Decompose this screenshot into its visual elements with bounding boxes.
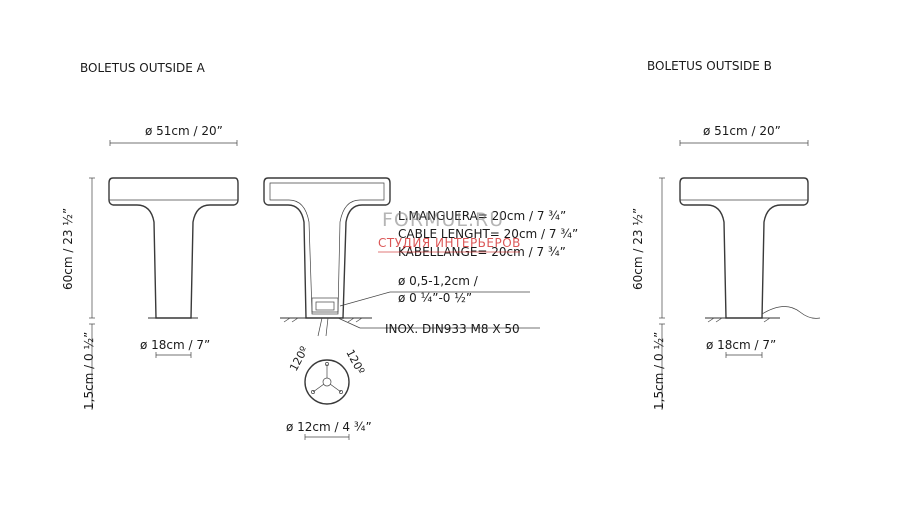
lamp-a-side-view: ø 51cm / 20” 60cm / 23 ½” 1,5cm / 0 ½” ø… xyxy=(61,124,239,410)
note-cable-diameter-cm: ø 0,5-1,2cm / xyxy=(398,274,479,288)
lamp-b-base-width-label: ø 18cm / 7” xyxy=(706,338,776,352)
angle-label-left: 120º xyxy=(287,344,311,373)
lamp-b-top-width-label: ø 51cm / 20” xyxy=(703,124,781,138)
base-plate-diameter-label: ø 12cm / 4 ¾” xyxy=(286,420,372,434)
lamp-section-view xyxy=(263,177,540,337)
watermark-subtitle: СТУДИЯ ИНТЕРЬЕРОВ xyxy=(378,236,521,250)
lamp-a-height-label: 60cm / 23 ½” xyxy=(61,208,75,290)
lamp-b-height-label: 60cm / 23 ½” xyxy=(631,208,645,290)
lamp-b-base-height-label: 1,5cm / 0 ½” xyxy=(652,332,666,410)
note-hose-length-es: L.MANGUERA= 20cm / 7 ¾” xyxy=(398,209,566,223)
watermark-brand: FORMUL.RU xyxy=(382,209,504,231)
note-cable-diameter-in: ø 0 ¼”-0 ½” xyxy=(398,291,472,305)
lamp-b-side-view: ø 51cm / 20” 60cm / 23 ½” 1,5cm / 0 ½” ø… xyxy=(631,124,821,410)
base-plate-view: 120º 120º ø 12cm / 4 ¾” xyxy=(286,344,372,440)
lamp-a-base-height-label: 1,5cm / 0 ½” xyxy=(82,332,96,410)
note-cable-length-en: CABLE LENGHT= 20cm / 7 ¾” xyxy=(398,227,578,241)
lamp-a-top-width-label: ø 51cm / 20” xyxy=(145,124,223,138)
note-screw-spec: INOX. DIN933 M8 X 50 xyxy=(385,322,520,336)
title-boletus-outside-b: BOLETUS OUTSIDE B xyxy=(647,59,772,73)
title-boletus-outside-a: BOLETUS OUTSIDE A xyxy=(80,61,206,75)
lamp-a-base-width-label: ø 18cm / 7” xyxy=(140,338,210,352)
